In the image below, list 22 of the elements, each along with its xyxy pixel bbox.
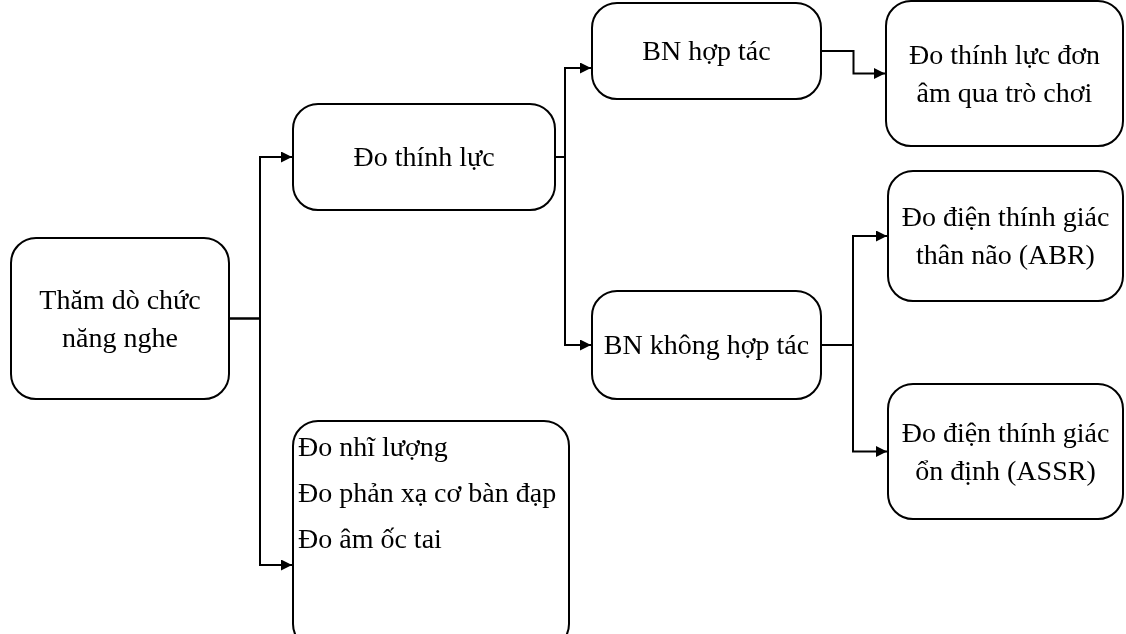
box-text: Đo thính lực đơn âm qua trò chơi <box>908 37 1101 110</box>
process-box <box>292 420 570 634</box>
process-box <box>10 237 230 400</box>
process-box <box>885 0 1124 147</box>
box-text: BN không hợp tác <box>603 328 810 363</box>
box-text: Đo điện thính giác ổn định (ASSR) <box>900 415 1111 488</box>
box-text: Đo nhĩ lượng <box>298 430 448 464</box>
box-text: Đo điện thính giác thân não (ABR) <box>900 200 1111 272</box>
box-text: BN hợp tác <box>642 34 771 69</box>
box-text: Đo thính lực <box>353 140 495 175</box>
process-box <box>887 170 1124 302</box>
box-text: Đo phản xạ cơ bàn đạp <box>298 475 557 510</box>
arrow <box>821 50 886 79</box>
arrow <box>229 317 293 571</box>
arrow <box>555 156 592 351</box>
process-box <box>591 2 822 100</box>
process-box <box>292 103 556 211</box>
box-text: Đo âm ốc tai <box>298 521 442 556</box>
box-text: Thăm dò chức năng nghe <box>38 282 202 355</box>
process-box <box>887 383 1124 520</box>
arrow <box>821 344 888 457</box>
process-box <box>591 290 822 400</box>
